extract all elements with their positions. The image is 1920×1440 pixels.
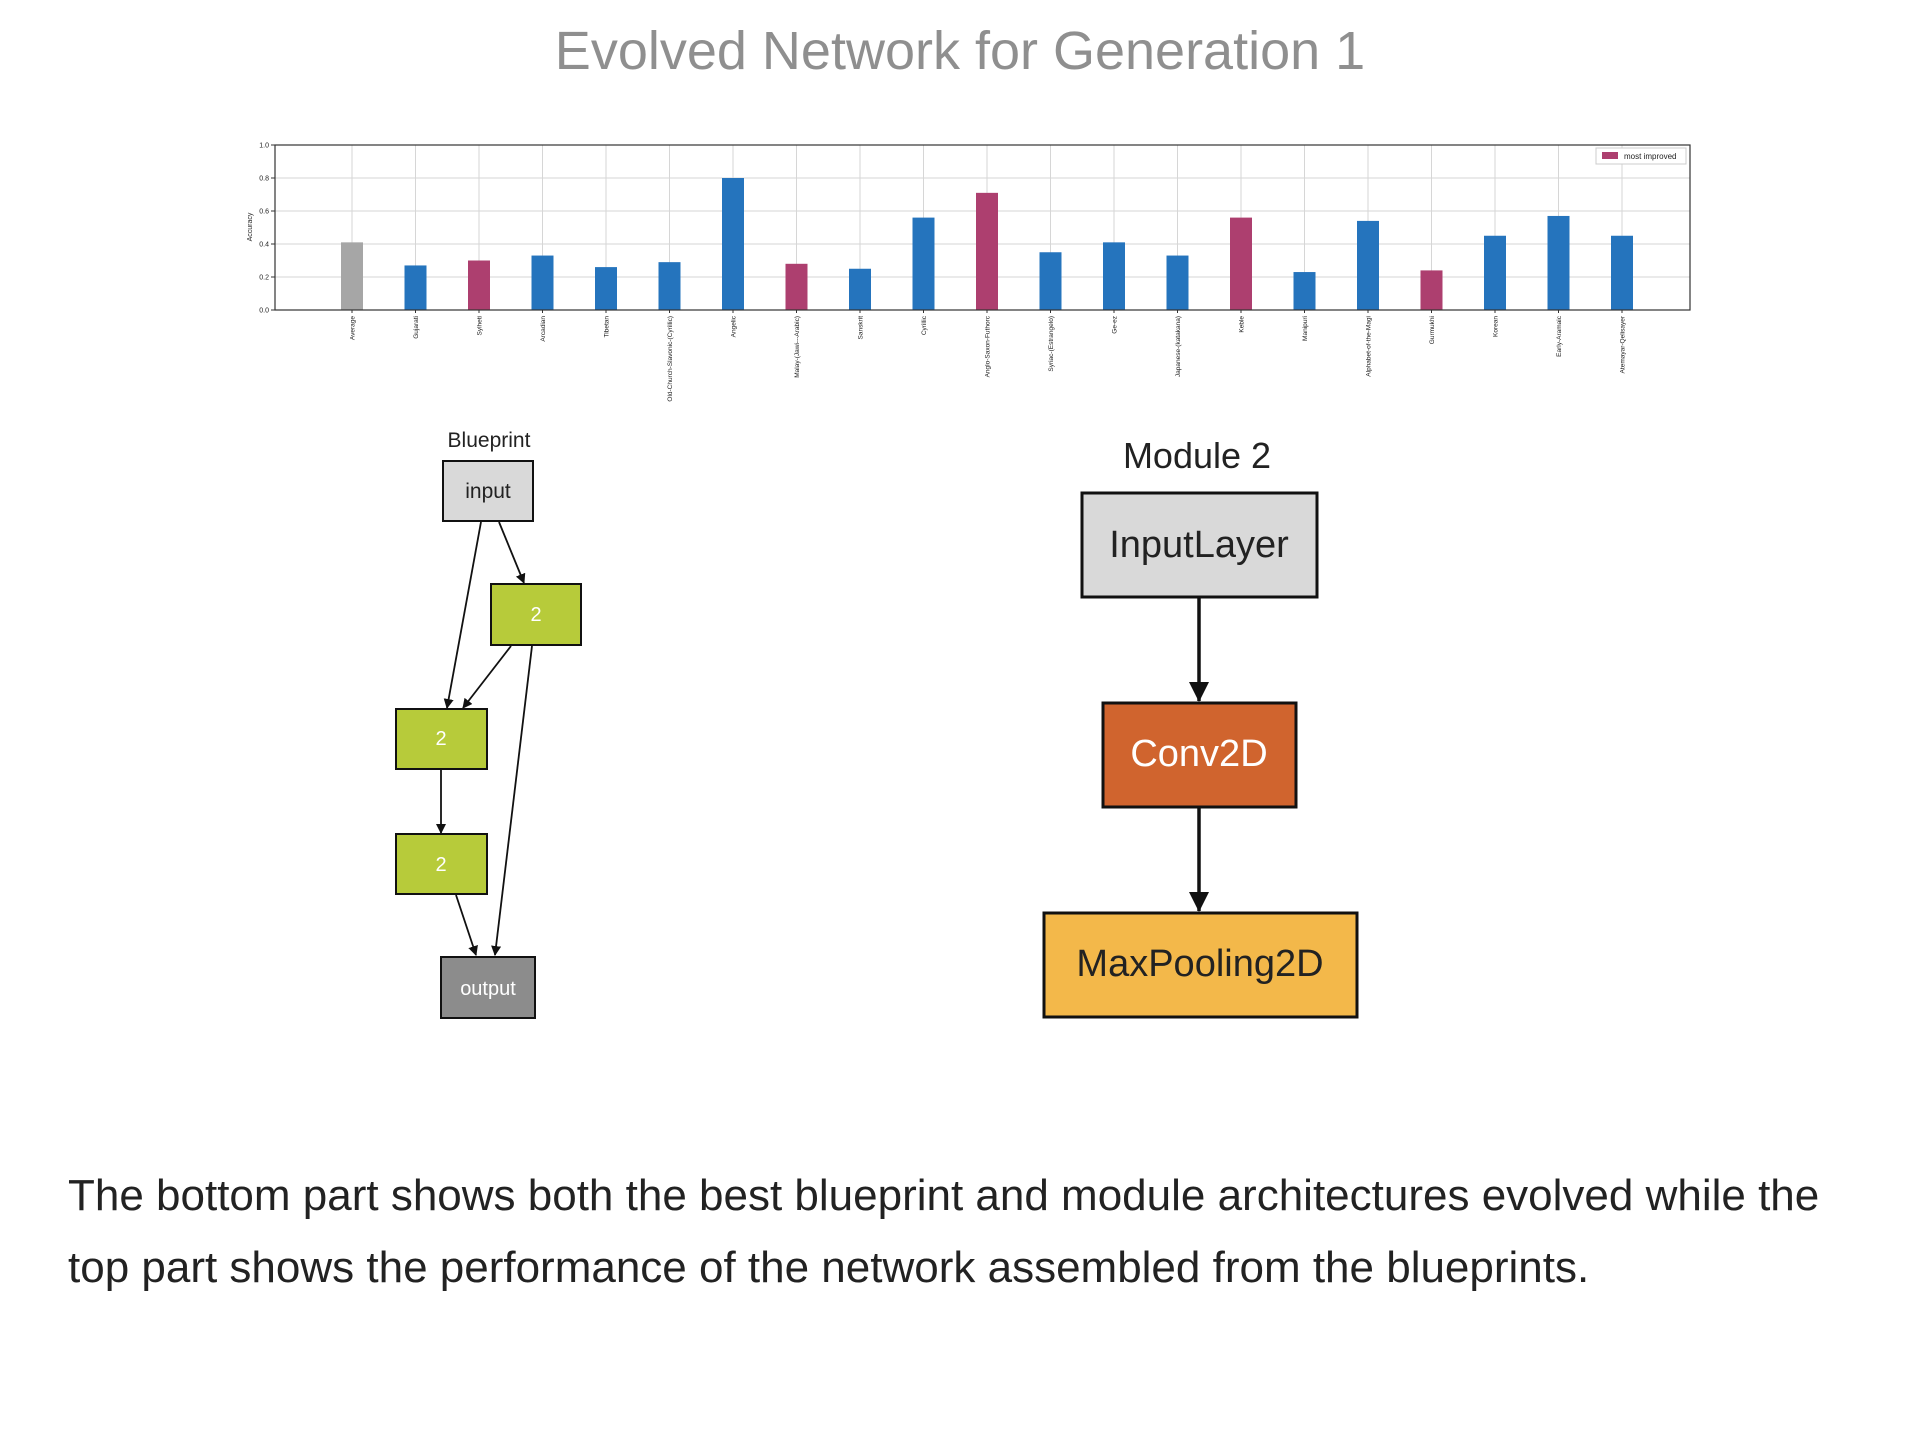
accuracy-bar-chart: 0.0 0.2 0.4 0.6 0.8 1.0 Average Gujarati Sylhet… [247, 143, 1691, 402]
x-tick-label: Cyrillic [921, 315, 928, 335]
y-tick-label: 0.4 [259, 242, 269, 249]
edge-input-to-a [498, 521, 526, 584]
layer-label: MaxPooling2D [1076, 943, 1323, 985]
edge-a-to-b [462, 645, 512, 709]
blueprint-node-input: input [442, 460, 534, 522]
bar-gujarati [404, 265, 427, 310]
bar-malay-jawi-arabic- [785, 263, 808, 310]
edge-a-to-output [491, 645, 533, 956]
module-layer-inputlayer: InputLayer [1080, 491, 1319, 599]
x-tick-label: Ge-ez [1112, 316, 1119, 334]
y-tick-label: 0.8 [259, 176, 269, 183]
bar-korean [1484, 235, 1506, 310]
x-tick-label: Gurmukhi [1429, 316, 1436, 344]
x-tick-label: Korean [1493, 316, 1500, 337]
bar-manipuri [1293, 272, 1316, 310]
node-label: 2 [435, 728, 446, 750]
layer-label: Conv2D [1130, 733, 1267, 775]
caption-text: The bottom part shows both the best blue… [68, 1171, 1820, 1292]
x-tick-label: Atemayar-Qelisayer [1620, 315, 1627, 373]
x-tick-label: Average [350, 316, 357, 340]
x-tick-label: Anglo-Saxon-Futhorc [985, 315, 992, 377]
bar-early-aramaic [1547, 215, 1570, 310]
blueprint-node-2c: 2 [395, 833, 488, 895]
x-tick-label: Japanese-(katakana) [1175, 316, 1182, 377]
legend-swatch [1602, 152, 1618, 159]
bar-sylheti [468, 260, 490, 310]
chart-bars [341, 178, 1633, 310]
legend-label: most improved [1624, 152, 1676, 161]
module-layer-conv2d: Conv2D [1101, 701, 1298, 809]
x-tick-label: Gujarati [413, 316, 420, 339]
y-tick-label: 0.0 [259, 308, 269, 315]
y-tick-label: 1.0 [259, 143, 269, 150]
x-tick-label: Manipuri [1302, 316, 1309, 341]
y-ticks: 0.0 0.2 0.4 0.6 0.8 1.0 [259, 143, 275, 315]
bar-sanskrit [849, 268, 871, 310]
node-label: 2 [435, 854, 446, 876]
bar-tibetan [595, 267, 617, 310]
bar-japanese-katakana- [1166, 255, 1189, 310]
x-tick-label: Early-Aramaic [1556, 315, 1563, 357]
bar-anglo-saxon-futhorc [976, 192, 998, 310]
node-label: output [460, 978, 516, 1000]
bar-old-church-slavonic-cyrillic- [658, 262, 681, 310]
page-title: Evolved Network for Generation 1 [554, 21, 1366, 81]
bar-alphabet-of-the-magi [1357, 220, 1379, 310]
x-tick-label: Alphabet-of-the-Magi [1366, 316, 1373, 377]
blueprint-node-2a: 2 [490, 583, 582, 646]
legend-frame [1595, 147, 1687, 165]
bar-ge-ez [1103, 242, 1125, 310]
x-tick-label: Angelic [731, 315, 738, 337]
x-tick-label: Syriac-(Estrangelo) [1048, 316, 1055, 372]
chart-legend: most improved [1595, 147, 1687, 165]
blueprint-node-output: output [440, 956, 536, 1019]
x-ticks: Average Gujarati Sylheti Arcadian Tibetan Old… [350, 310, 1627, 402]
y-tick-label: 0.6 [259, 209, 269, 216]
x-tick-label: Keble [1239, 316, 1246, 333]
node-label: input [465, 480, 511, 503]
module-title: Module 2 [1123, 435, 1271, 476]
edge-input-to-b [443, 521, 482, 709]
x-tick-label: Malay-(Jawi---Arabic) [794, 316, 801, 378]
blueprint-node-2b: 2 [395, 708, 488, 770]
node-label: 2 [530, 604, 541, 626]
bar-syriac-estrangelo- [1039, 252, 1062, 310]
chart-frame [274, 144, 1691, 311]
bar-average [341, 242, 363, 310]
x-tick-label: Tibetan [604, 316, 611, 338]
blueprint-edges [436, 521, 533, 956]
module-layer-maxpooling2d: MaxPooling2D [1042, 911, 1359, 1019]
blueprint-title: Blueprint [448, 429, 531, 452]
x-tick-label: Arcadian [540, 316, 547, 342]
edge-c-to-output [455, 894, 478, 956]
bar-angelic [722, 178, 744, 310]
bar-gurmukhi [1420, 270, 1443, 310]
bar-atemayar-qelisayer [1611, 235, 1633, 310]
bar-arcadian [531, 255, 554, 310]
x-tick-label: Sanskrit [858, 316, 865, 340]
y-axis-label: Accuracy [247, 212, 254, 241]
bar-keble [1230, 217, 1252, 310]
layer-label: InputLayer [1109, 524, 1289, 566]
bar-cyrillic [912, 217, 935, 310]
y-tick-label: 0.2 [259, 275, 269, 282]
x-tick-label: Sylheti [477, 316, 484, 336]
x-tick-label: Old-Church-Slavonic-(Cyrillic) [667, 316, 674, 402]
